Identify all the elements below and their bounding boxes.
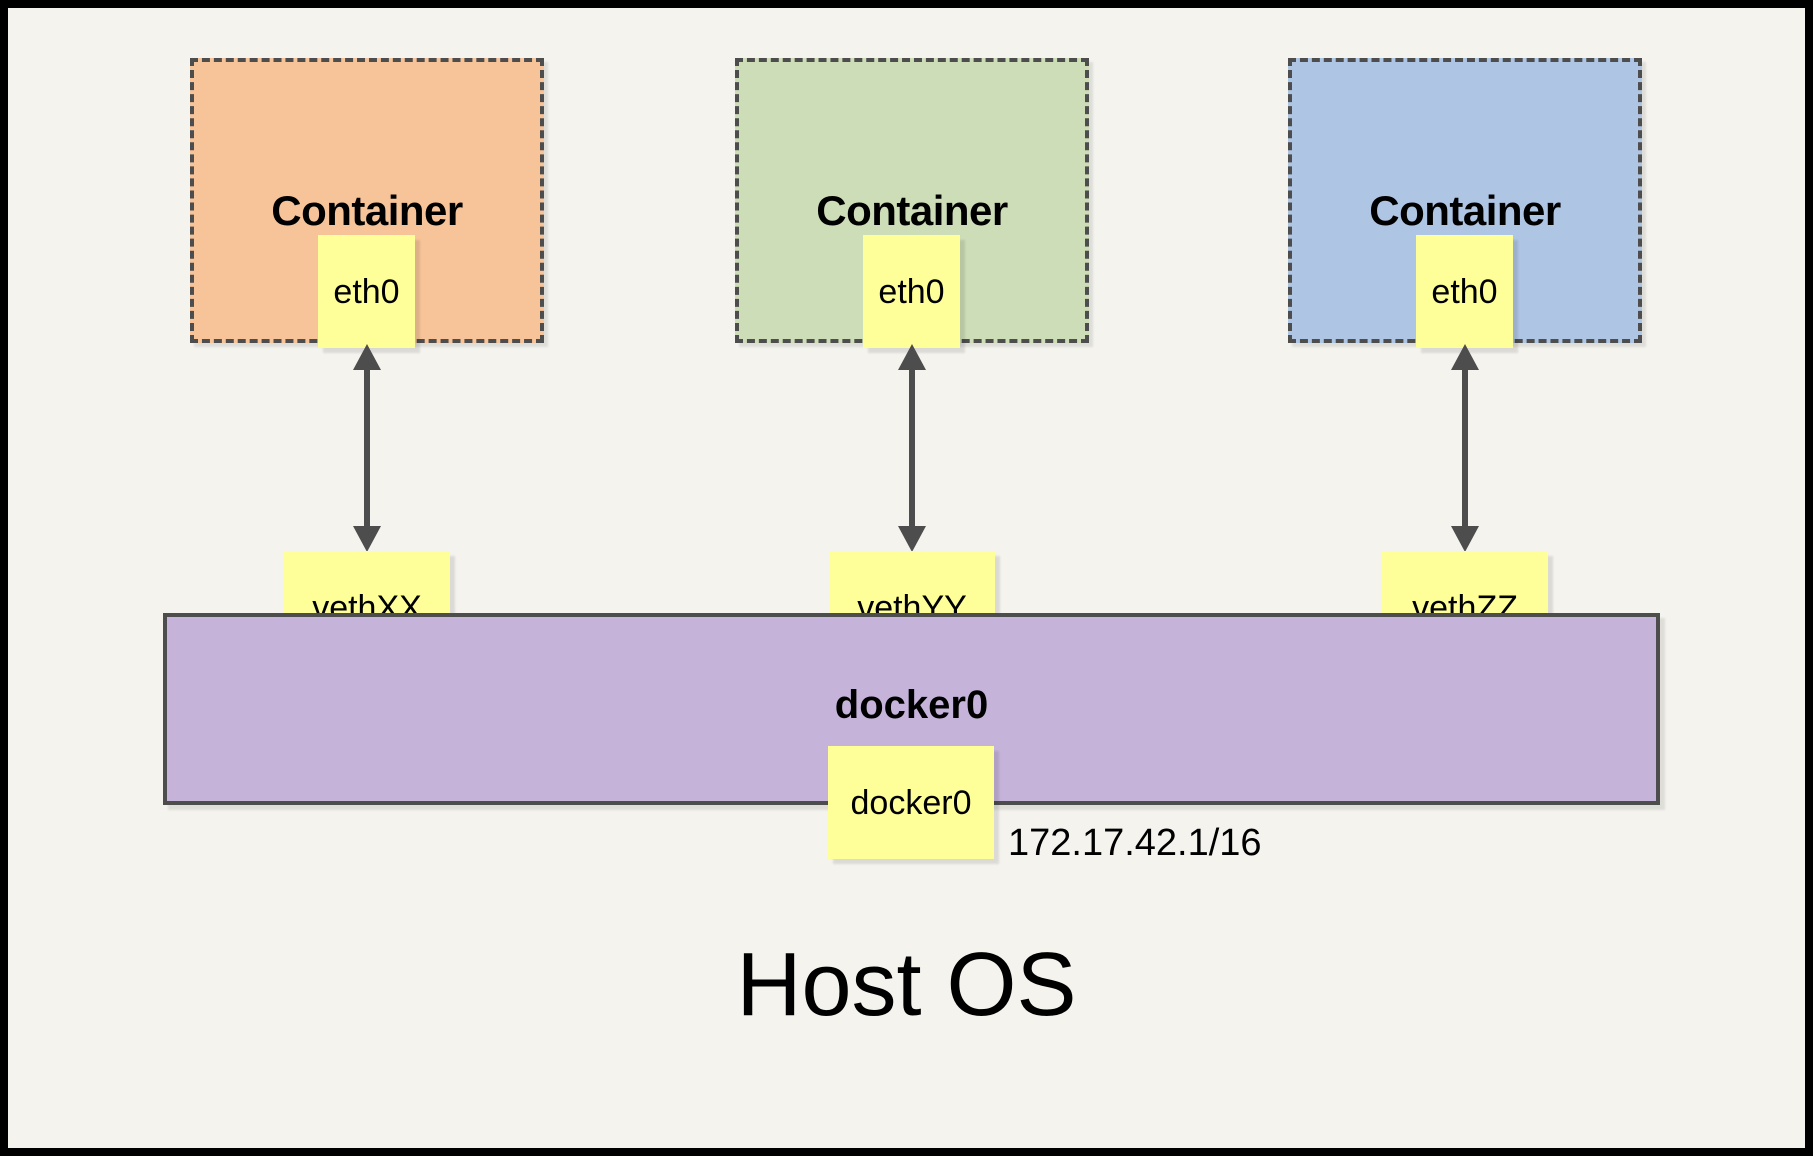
arrow-head-up-icon-3: [1451, 344, 1479, 370]
veth-link-arrow-1: [347, 344, 387, 552]
eth0-box-1: eth0: [318, 235, 415, 348]
eth0-label-2: eth0: [878, 272, 945, 311]
veth-link-arrow-2: [892, 344, 932, 552]
arrow-head-up-icon-1: [353, 344, 381, 370]
host-os-label: Host OS: [736, 935, 1077, 1035]
arrow-shaft-1: [364, 366, 370, 530]
container-title-3: Container: [1369, 187, 1561, 234]
diagram-canvas: Container eth0 vethXX Container eth0 vet…: [8, 8, 1805, 1148]
arrow-head-up-icon-2: [898, 344, 926, 370]
docker0-ip-address: 172.17.42.1/16: [1008, 822, 1262, 864]
arrow-shaft-2: [909, 366, 915, 530]
container-title-2: Container: [816, 187, 1008, 234]
veth-link-arrow-3: [1445, 344, 1485, 552]
docker0-bridge-label: docker0: [834, 683, 989, 727]
docker0-interface-box: docker0: [828, 746, 994, 859]
container-title-1: Container: [271, 187, 463, 234]
eth0-box-3: eth0: [1416, 235, 1513, 348]
eth0-box-2: eth0: [863, 235, 960, 348]
arrow-head-down-icon-1: [353, 526, 381, 552]
arrow-head-down-icon-3: [1451, 526, 1479, 552]
eth0-label-1: eth0: [333, 272, 400, 311]
arrow-shaft-3: [1462, 366, 1468, 530]
arrow-head-down-icon-2: [898, 526, 926, 552]
eth0-label-3: eth0: [1431, 272, 1498, 311]
docker0-interface-label: docker0: [850, 783, 972, 822]
